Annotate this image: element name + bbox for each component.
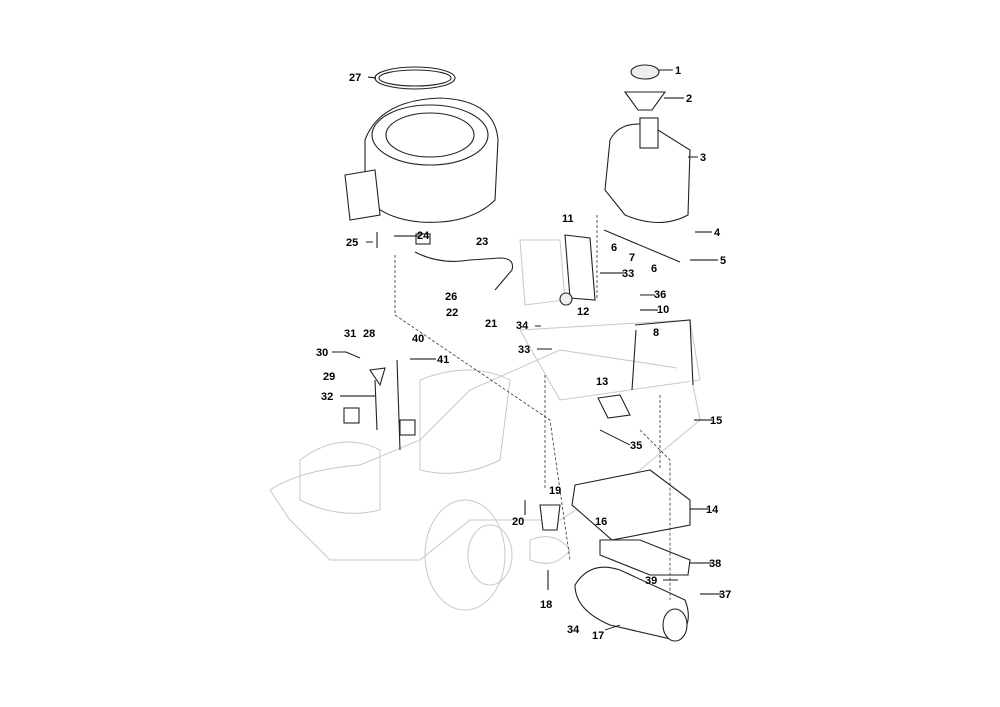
callout-31: 31 xyxy=(344,328,356,340)
rod xyxy=(631,329,637,391)
callout-6: 6 xyxy=(651,263,657,275)
callout-35: 35 xyxy=(630,440,642,452)
callout-11: 11 xyxy=(562,213,574,225)
callout-3: 3 xyxy=(700,152,706,164)
callout-40: 40 xyxy=(412,333,424,345)
bracket xyxy=(564,234,596,301)
fuel-hose xyxy=(603,229,681,263)
choke-decal xyxy=(343,407,360,424)
callout-10: 10 xyxy=(657,304,669,316)
cable xyxy=(374,379,378,431)
cable-2 xyxy=(396,359,401,451)
callout-21: 21 xyxy=(485,318,497,330)
callout-6: 6 xyxy=(611,242,617,254)
muffler-bracket xyxy=(599,539,691,576)
callout-4: 4 xyxy=(714,227,721,239)
fuel-cap xyxy=(630,64,660,80)
engine xyxy=(344,97,499,223)
grommet xyxy=(559,292,573,306)
callout-39: 39 xyxy=(645,575,657,587)
callout-19: 19 xyxy=(549,485,561,497)
throttle-decal xyxy=(399,419,416,436)
callout-28: 28 xyxy=(363,328,375,340)
callout-17: 17 xyxy=(592,630,604,642)
callout-1: 1 xyxy=(675,65,681,77)
fuel-filter xyxy=(623,91,667,111)
callout-29: 29 xyxy=(323,371,335,383)
callout-5: 5 xyxy=(720,255,726,267)
callout-22: 22 xyxy=(446,307,458,319)
callout-12: 12 xyxy=(577,306,589,318)
callout-41: 41 xyxy=(437,354,449,366)
leader-lines xyxy=(332,69,721,631)
callout-33: 33 xyxy=(622,268,634,280)
lever xyxy=(369,367,386,387)
ring-seal-inner xyxy=(378,69,452,87)
callout-13: 13 xyxy=(596,376,608,388)
callout-38: 38 xyxy=(709,558,721,570)
callout-15: 15 xyxy=(710,415,722,427)
callout-27: 27 xyxy=(349,72,361,84)
callout-33: 33 xyxy=(518,344,530,356)
callout-8: 8 xyxy=(653,327,659,339)
callout-25: 25 xyxy=(346,237,358,249)
callout-20: 20 xyxy=(512,516,524,528)
fuel-tank-neck xyxy=(639,117,659,149)
callout-34: 34 xyxy=(567,624,580,636)
callout-18: 18 xyxy=(540,599,552,611)
shield-plate xyxy=(571,469,691,541)
gasket xyxy=(415,233,431,245)
callouts: 27 1 2 3 4 5 6 7 6 11 24 23 25 33 26 36 … xyxy=(316,65,731,642)
callout-24: 24 xyxy=(417,230,430,242)
sensor xyxy=(539,504,561,531)
callout-34: 34 xyxy=(516,320,529,332)
muffler xyxy=(574,566,689,641)
callout-26: 26 xyxy=(445,291,457,303)
fuel-tank xyxy=(604,123,691,223)
callout-7: 7 xyxy=(629,252,635,264)
tractor-body-ghost xyxy=(269,319,701,611)
heat-shield xyxy=(597,394,631,419)
muffler-end xyxy=(662,608,688,642)
throttle-rod xyxy=(634,319,694,386)
callout-14: 14 xyxy=(706,504,719,516)
callout-32: 32 xyxy=(321,391,333,403)
exhaust-pipe xyxy=(414,251,514,291)
callout-30: 30 xyxy=(316,347,328,359)
callout-16: 16 xyxy=(595,516,607,528)
callout-36: 36 xyxy=(654,289,666,301)
callout-23: 23 xyxy=(476,236,488,248)
callout-2: 2 xyxy=(686,93,692,105)
callout-37: 37 xyxy=(719,589,731,601)
spring xyxy=(345,351,361,359)
